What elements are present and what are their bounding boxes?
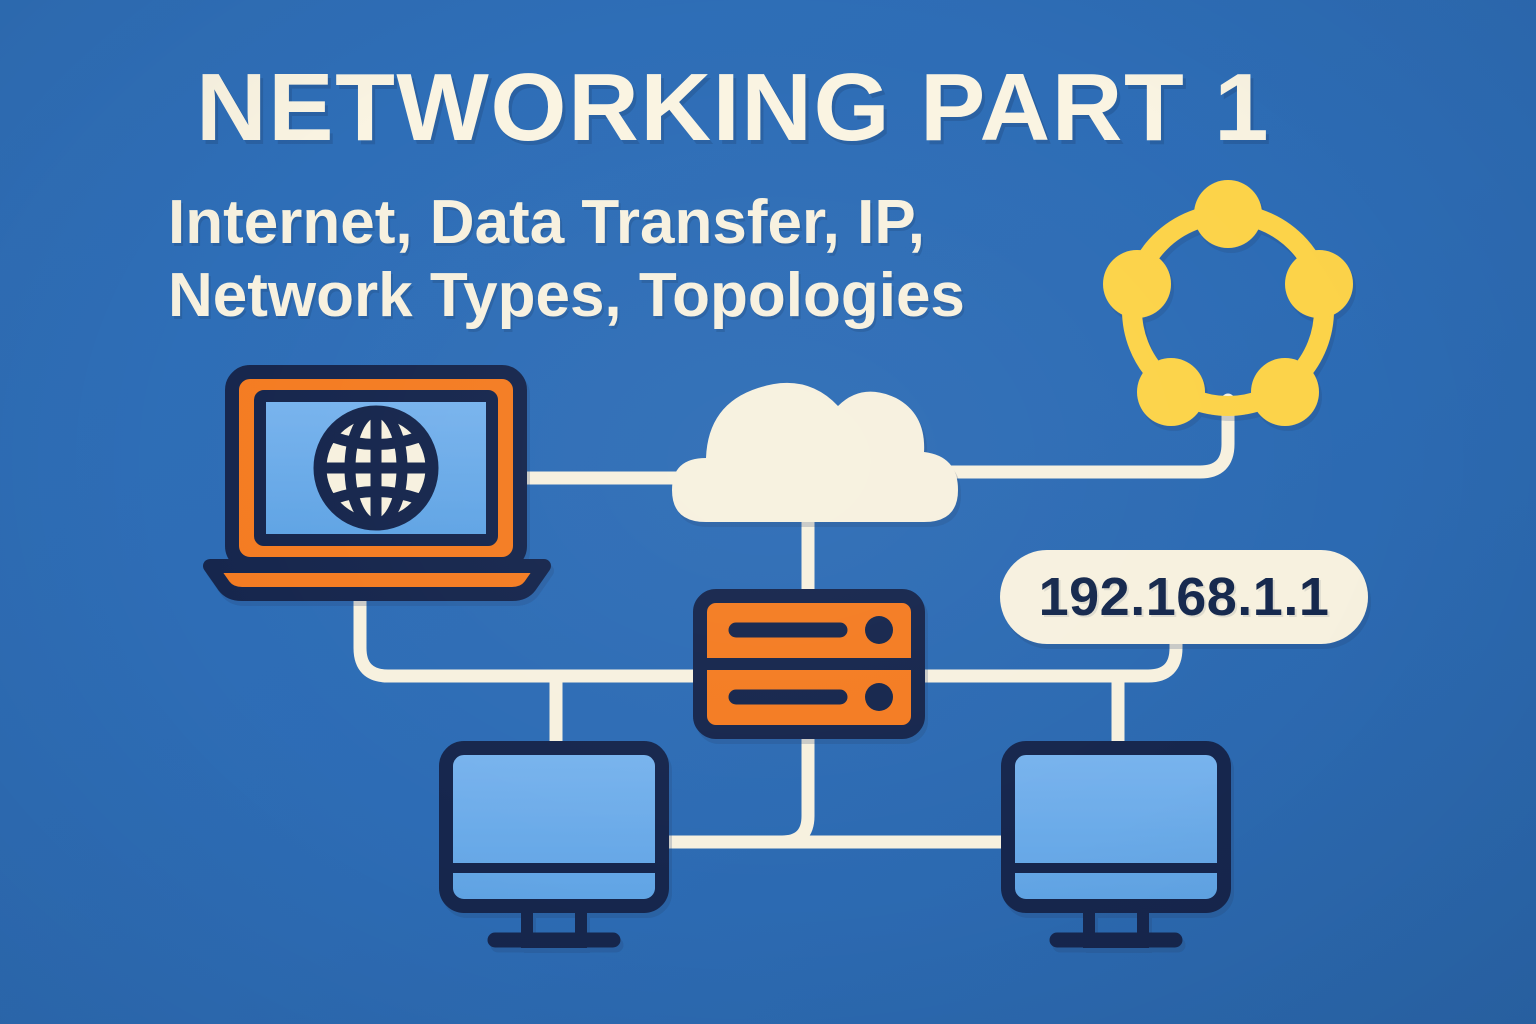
monitor-icon-left[interactable] — [439, 741, 669, 948]
ip-address-text: 192.168.1.1 — [1038, 567, 1330, 627]
link-server-ip-badge — [911, 629, 1183, 683]
ip-address-badge[interactable] — [1000, 550, 1368, 644]
laptop-icon[interactable] — [203, 365, 551, 601]
ring-topology-icon[interactable] — [1103, 180, 1353, 426]
cloud-icon[interactable] — [672, 382, 958, 522]
globe-icon — [313, 405, 439, 531]
subtitle-line-2: Network Types, Topologies — [168, 261, 965, 331]
page-title: NETWORKING PART 1 — [196, 54, 1271, 161]
link-laptop-server — [353, 571, 707, 683]
link-cloud-ring — [937, 393, 1235, 479]
page-subtitle: Internet, Data Transfer, IP, Network Typ… — [168, 186, 1068, 332]
server-icon[interactable] — [693, 589, 925, 739]
monitor-icon-right[interactable] — [1001, 741, 1231, 948]
subtitle-line-1: Internet, Data Transfer, IP, — [168, 188, 925, 257]
